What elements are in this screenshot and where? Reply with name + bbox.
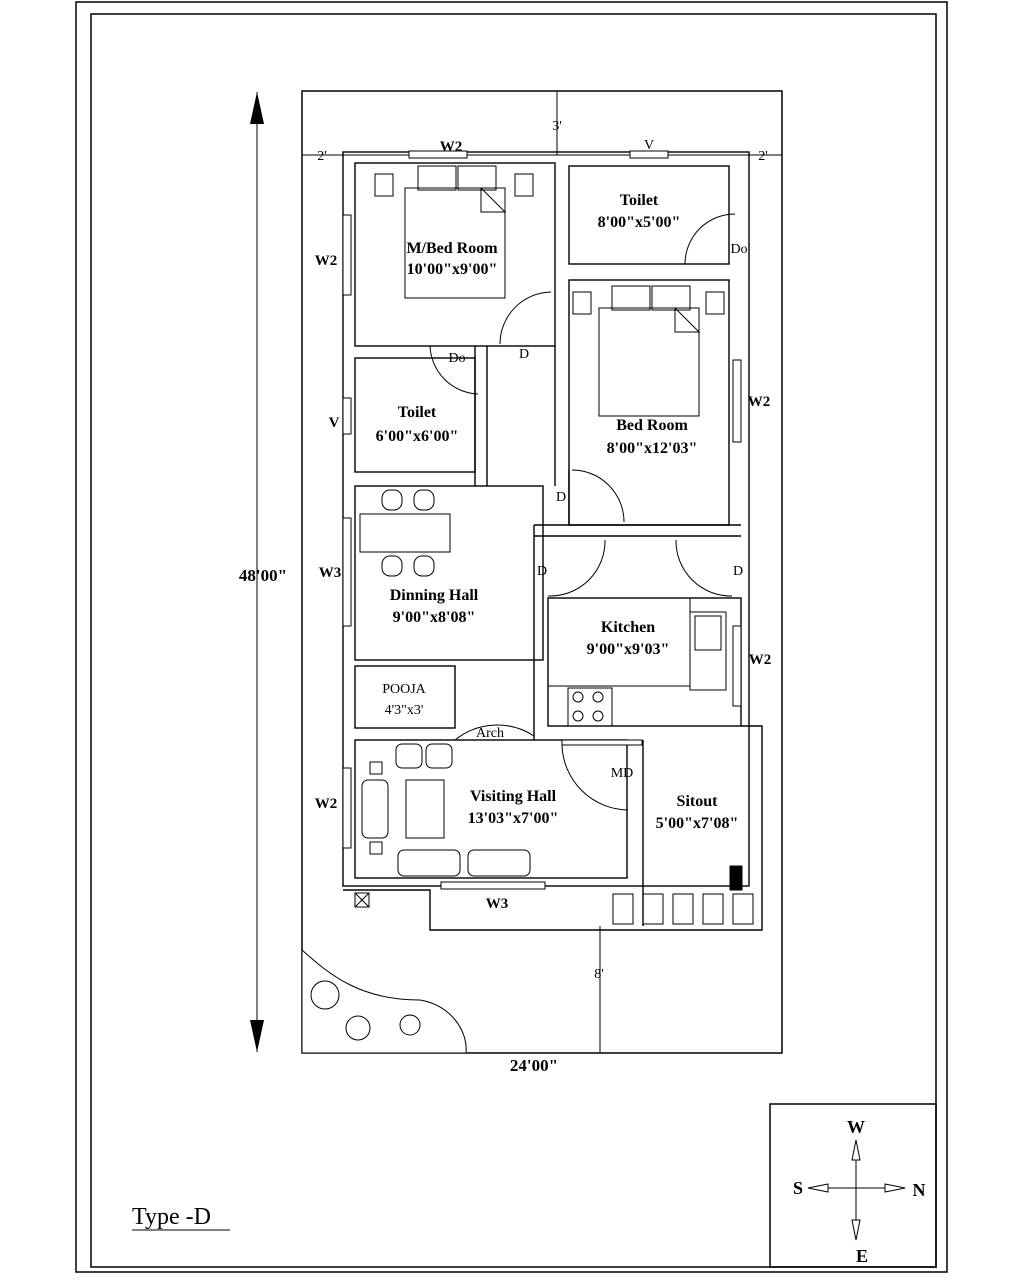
tag-w2-top: W2	[440, 139, 463, 155]
toilet1-name: Toilet	[620, 192, 659, 209]
compass-box	[769, 1103, 937, 1268]
windows	[342, 150, 742, 890]
tag-d-mbed: D	[519, 347, 529, 362]
bed-name: Bed Room	[616, 417, 688, 434]
compass-west: W	[847, 1117, 865, 1137]
tag-d-dining: D	[537, 564, 547, 579]
toilet1-size: 8'00"x5'00"	[598, 214, 681, 231]
compass-icon	[807, 1139, 906, 1241]
tag-w2-kitchen: W2	[749, 652, 772, 668]
tag-v-top: V	[644, 138, 654, 153]
tag-d-kitchen: D	[733, 564, 743, 579]
kitchen-counter	[548, 598, 727, 727]
dim-width: 24'00"	[510, 1056, 558, 1075]
compass-north: N	[913, 1180, 926, 1200]
tag-w3-dining: W3	[319, 565, 342, 581]
dim-bottom-setback: 8'	[594, 967, 604, 982]
dim-top-setback: 3'	[552, 119, 562, 134]
pooja-size: 4'3"x3'	[385, 703, 424, 718]
tag-v-toilet2: V	[329, 415, 340, 431]
dining-table	[359, 489, 451, 577]
sofa-set	[361, 743, 531, 877]
sitout-size: 5'00"x7'08"	[656, 815, 739, 832]
master-bed	[374, 165, 534, 299]
sitout-steps	[612, 865, 754, 925]
toilet2-name: Toilet	[398, 404, 437, 421]
bed-size: 8'00"x12'03"	[607, 440, 698, 457]
tag-w2-mbed: W2	[315, 253, 338, 269]
compass-east: E	[856, 1246, 868, 1266]
type-label: Type -D	[132, 1204, 211, 1230]
kitchen-size: 9'00"x9'03"	[587, 641, 670, 658]
shaft-box	[354, 892, 370, 908]
sheet-outer-border	[75, 1, 948, 1273]
dim-right-setback: 2'	[758, 149, 768, 164]
mbed-name: M/Bed Room	[406, 240, 498, 257]
garden-area	[301, 948, 467, 1054]
tag-do-toilet2: Do	[448, 351, 465, 366]
toilet2-size: 6'00"x6'00"	[376, 428, 459, 445]
tag-w2-bed: W2	[748, 394, 771, 410]
plot-boundary	[301, 90, 783, 1054]
compass-south: S	[793, 1178, 803, 1198]
visiting-size: 13'03"x7'00"	[468, 810, 559, 827]
pooja-name: POOJA	[382, 682, 426, 697]
visiting-name: Visiting Hall	[470, 788, 557, 805]
height-dimension-arrow	[250, 92, 264, 1052]
sheet-inner-border	[90, 13, 937, 1268]
dining-size: 9'00"x8'08"	[393, 609, 476, 626]
sitout-name: Sitout	[677, 793, 719, 810]
mbed-size: 10'00"x9'00"	[407, 261, 498, 278]
tag-md: MD	[611, 766, 634, 781]
bedroom-bed	[572, 285, 725, 417]
tag-d-bed: D	[556, 490, 566, 505]
kitchen-name: Kitchen	[601, 619, 655, 636]
dining-name: Dinning Hall	[390, 587, 479, 604]
tag-w3-front: W3	[486, 896, 509, 912]
door-swings	[429, 213, 736, 811]
tag-do-toilet1: Do	[730, 242, 747, 257]
dim-left-setback: 2'	[317, 149, 327, 164]
dim-height: 48'00"	[239, 566, 287, 585]
tag-arch: Arch	[476, 726, 504, 741]
tag-w2-visiting: W2	[315, 796, 338, 812]
